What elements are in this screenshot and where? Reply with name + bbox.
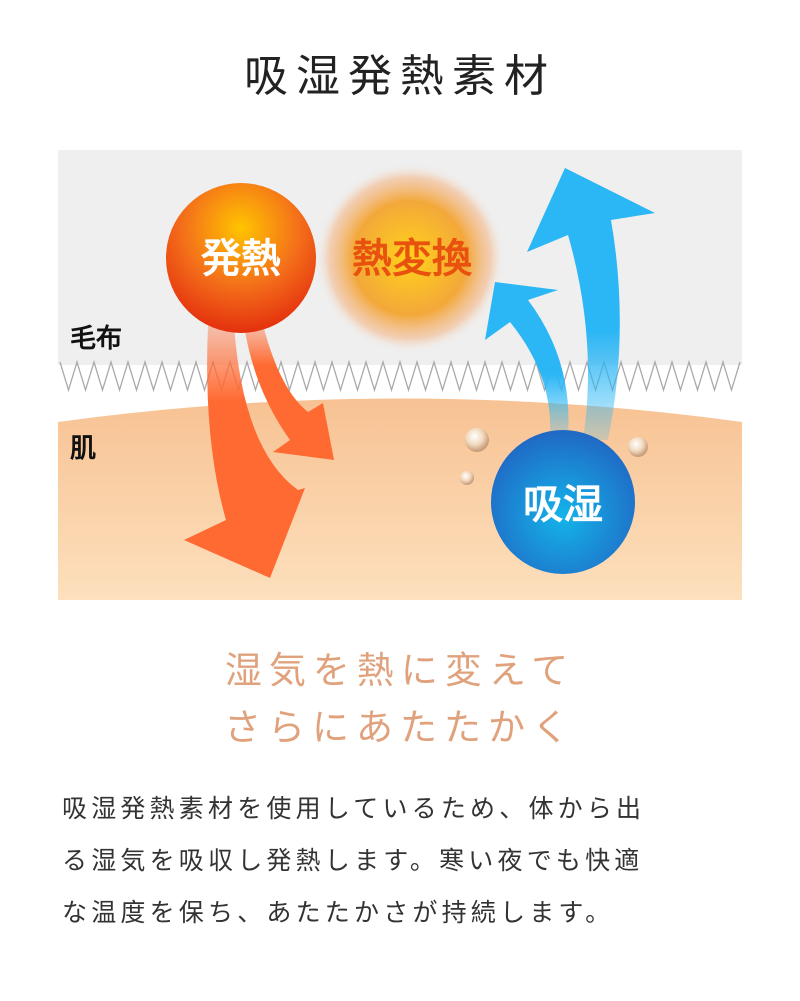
blanket-label: 毛布 [70,324,122,354]
heat-label: 発熱 [201,236,281,282]
water-drop [465,428,489,452]
moisture-heat-diagram: 発熱 熱変換 吸湿 毛布 肌 [58,150,742,600]
moisture-arrow-large [527,168,655,440]
heat-arrow-small [244,325,334,460]
catchphrase-line-1: 湿気を熱に変えて [224,649,576,692]
moisture-circle [491,430,635,574]
catchphrase-line-2: さらにあたたかく [224,706,576,749]
description-line: な温度を保ち、あたたかさが持続します。 [62,898,615,927]
skin-area [58,398,742,600]
moisture-arrow-small [485,282,569,435]
heat-arrow-large [184,325,305,578]
description: 吸湿発熱素材を使用しているため、体から出 る湿気を吸収し発熱します。寒い夜でも快… [62,783,752,939]
page-title: 吸湿発熱素材 [244,51,556,102]
heat-circle [166,183,316,333]
water-drop [460,471,474,485]
heat-conversion-label: 熱変換 [352,236,473,282]
description-line: 吸湿発熱素材を使用しているため、体から出 [62,794,646,823]
water-drop [628,437,648,457]
skin-label: 肌 [70,434,96,464]
blanket-fibers [59,359,741,393]
description-line: る湿気を吸収し発熱します。寒い夜でも快適 [62,846,644,875]
moisture-label: 吸湿 [523,482,603,528]
heat-conversion-glow [315,163,505,353]
